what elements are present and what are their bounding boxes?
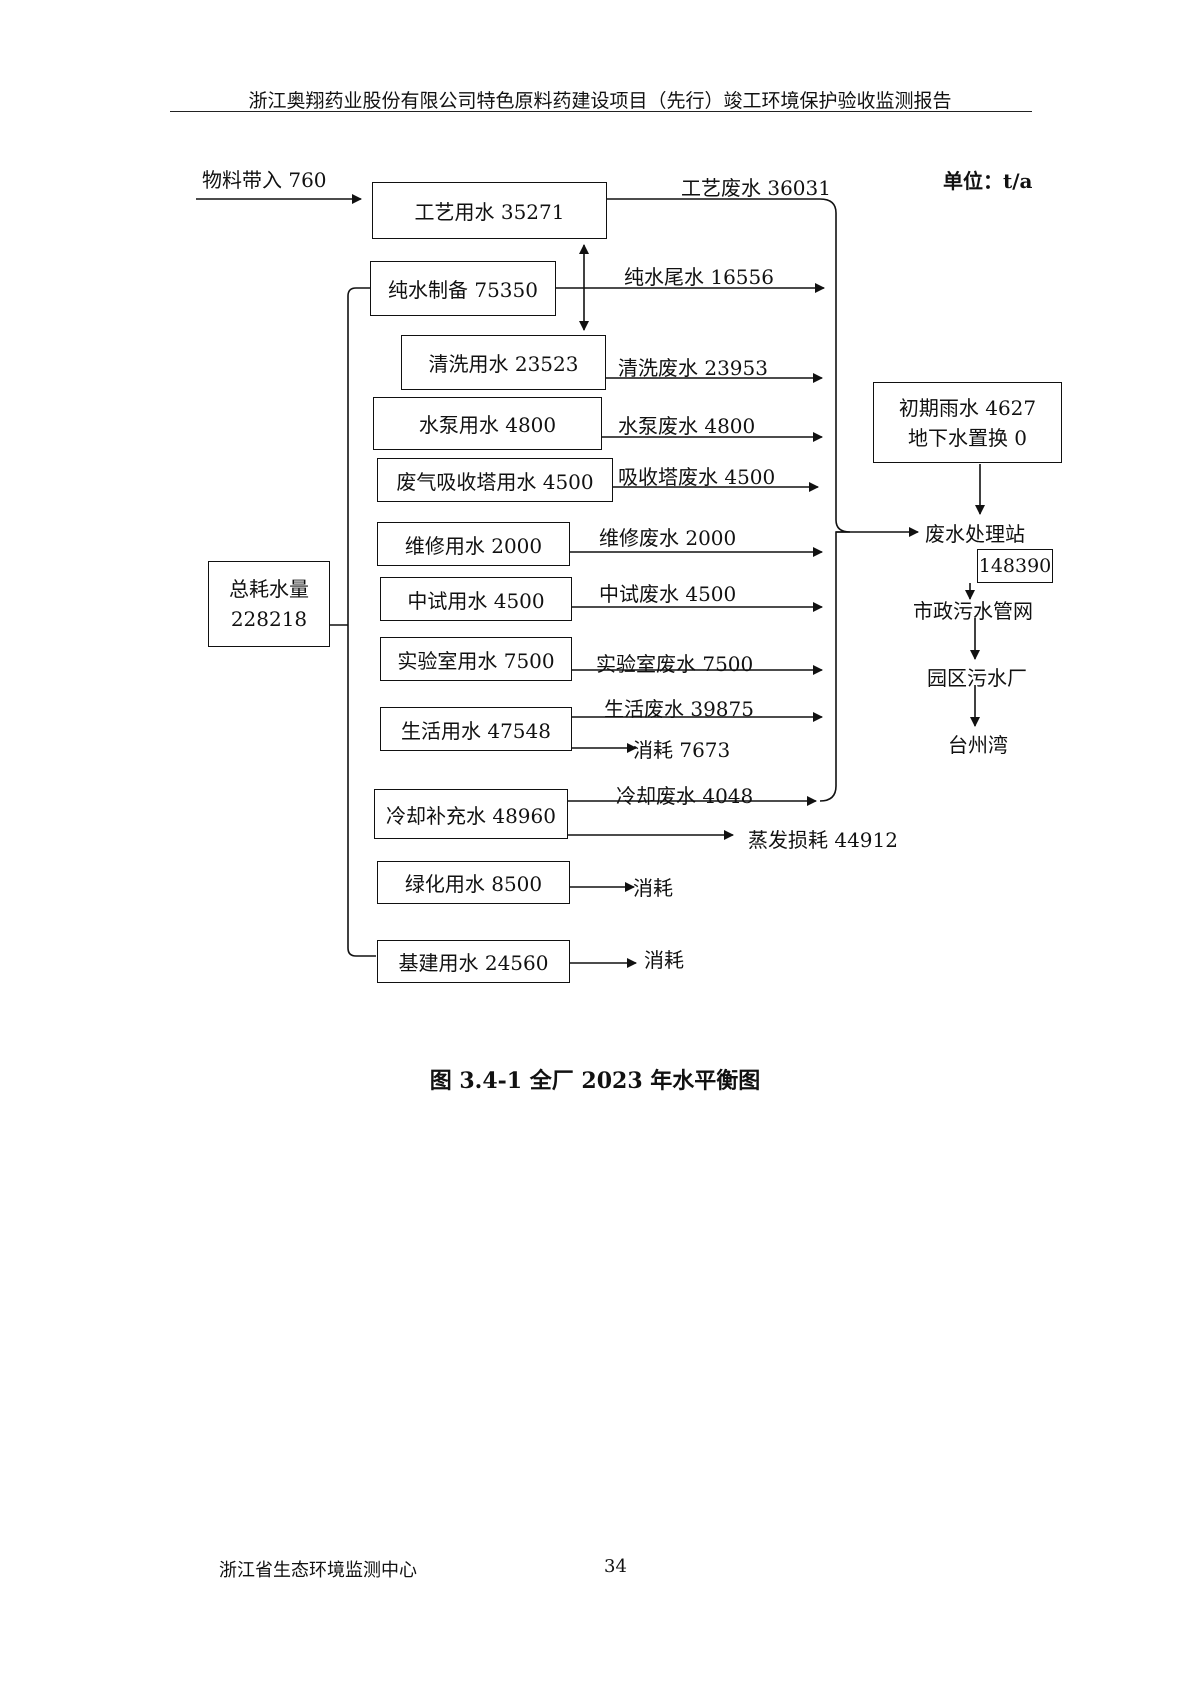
cooling-wastewater-label: 冷却废水 4048 bbox=[616, 784, 754, 808]
report-header-title: 浙江奥翔药业股份有限公司特色原料药建设项目（先行）竣工环境保护验收监测报告 bbox=[248, 90, 952, 112]
total-water-label: 总耗水量 bbox=[229, 577, 309, 601]
material-input-label: 物料带入 760 bbox=[202, 168, 327, 192]
footer-organization: 浙江省生态环境监测中心 bbox=[219, 1560, 417, 1581]
pure-tailwater-label: 纯水尾水 16556 bbox=[624, 265, 774, 289]
cleaning-wastewater-label: 清洗废水 23953 bbox=[618, 356, 768, 380]
supply-bracket bbox=[347, 287, 376, 957]
domestic-consumption-label: 消耗 7673 bbox=[633, 738, 731, 762]
construction-consumption-label: 消耗 bbox=[644, 948, 684, 972]
evaporation-loss-label: 蒸发损耗 44912 bbox=[748, 828, 898, 852]
wastewater-station-label: 废水处理站 bbox=[925, 522, 1025, 546]
pilot-water-box: 中试用水 4500 bbox=[380, 577, 572, 621]
header-divider bbox=[170, 111, 1032, 112]
municipal-sewer-label: 市政污水管网 bbox=[913, 599, 1033, 623]
cooling-water-box: 冷却补充水 48960 bbox=[374, 789, 568, 839]
groundwater-replacement-label: 地下水置换 0 bbox=[907, 425, 1028, 450]
cleaning-water-box: 清洗用水 23523 bbox=[401, 335, 606, 390]
wastewater-collector-bracket bbox=[819, 198, 851, 802]
gas-absorber-water-box: 废气吸收塔用水 4500 bbox=[377, 458, 613, 502]
water-balance-diagram bbox=[196, 194, 985, 968]
station-capacity-box: 148390 bbox=[977, 549, 1053, 583]
rainwater-box: 初期雨水 4627 地下水置换 0 bbox=[873, 382, 1062, 463]
total-water-box: 总耗水量 228218 bbox=[208, 561, 330, 647]
pump-water-box: 水泵用水 4800 bbox=[373, 397, 602, 450]
process-water-box: 工艺用水 35271 bbox=[372, 182, 607, 239]
lab-water-box: 实验室用水 7500 bbox=[380, 637, 572, 681]
pilot-wastewater-label: 中试废水 4500 bbox=[599, 582, 737, 606]
domestic-wastewater-label: 生活废水 39875 bbox=[604, 697, 754, 721]
unit-label: 单位：t/a bbox=[943, 169, 1033, 193]
pure-water-box: 纯水制备 75350 bbox=[370, 261, 556, 316]
pump-wastewater-label: 水泵废水 4800 bbox=[618, 414, 756, 438]
figure-caption: 图 3.4-1 全厂 2023 年水平衡图 bbox=[429, 1068, 761, 1094]
park-sewage-plant-label: 园区污水厂 bbox=[927, 666, 1027, 690]
construction-water-box: 基建用水 24560 bbox=[377, 940, 570, 983]
lab-wastewater-label: 实验室废水 7500 bbox=[596, 652, 754, 676]
greening-water-box: 绿化用水 8500 bbox=[377, 861, 570, 904]
domestic-water-box: 生活用水 47548 bbox=[380, 707, 572, 751]
taizhou-bay-label: 台州湾 bbox=[948, 733, 1008, 757]
initial-rainwater-label: 初期雨水 4627 bbox=[898, 395, 1037, 420]
page-number: 34 bbox=[604, 1556, 627, 1577]
absorber-wastewater-label: 吸收塔废水 4500 bbox=[618, 465, 776, 489]
repair-water-box: 维修用水 2000 bbox=[377, 522, 570, 566]
repair-wastewater-label: 维修废水 2000 bbox=[599, 526, 737, 550]
greening-consumption-label: 消耗 bbox=[633, 876, 673, 900]
total-water-value: 228218 bbox=[230, 607, 308, 631]
process-wastewater-label: 工艺废水 36031 bbox=[681, 176, 831, 200]
